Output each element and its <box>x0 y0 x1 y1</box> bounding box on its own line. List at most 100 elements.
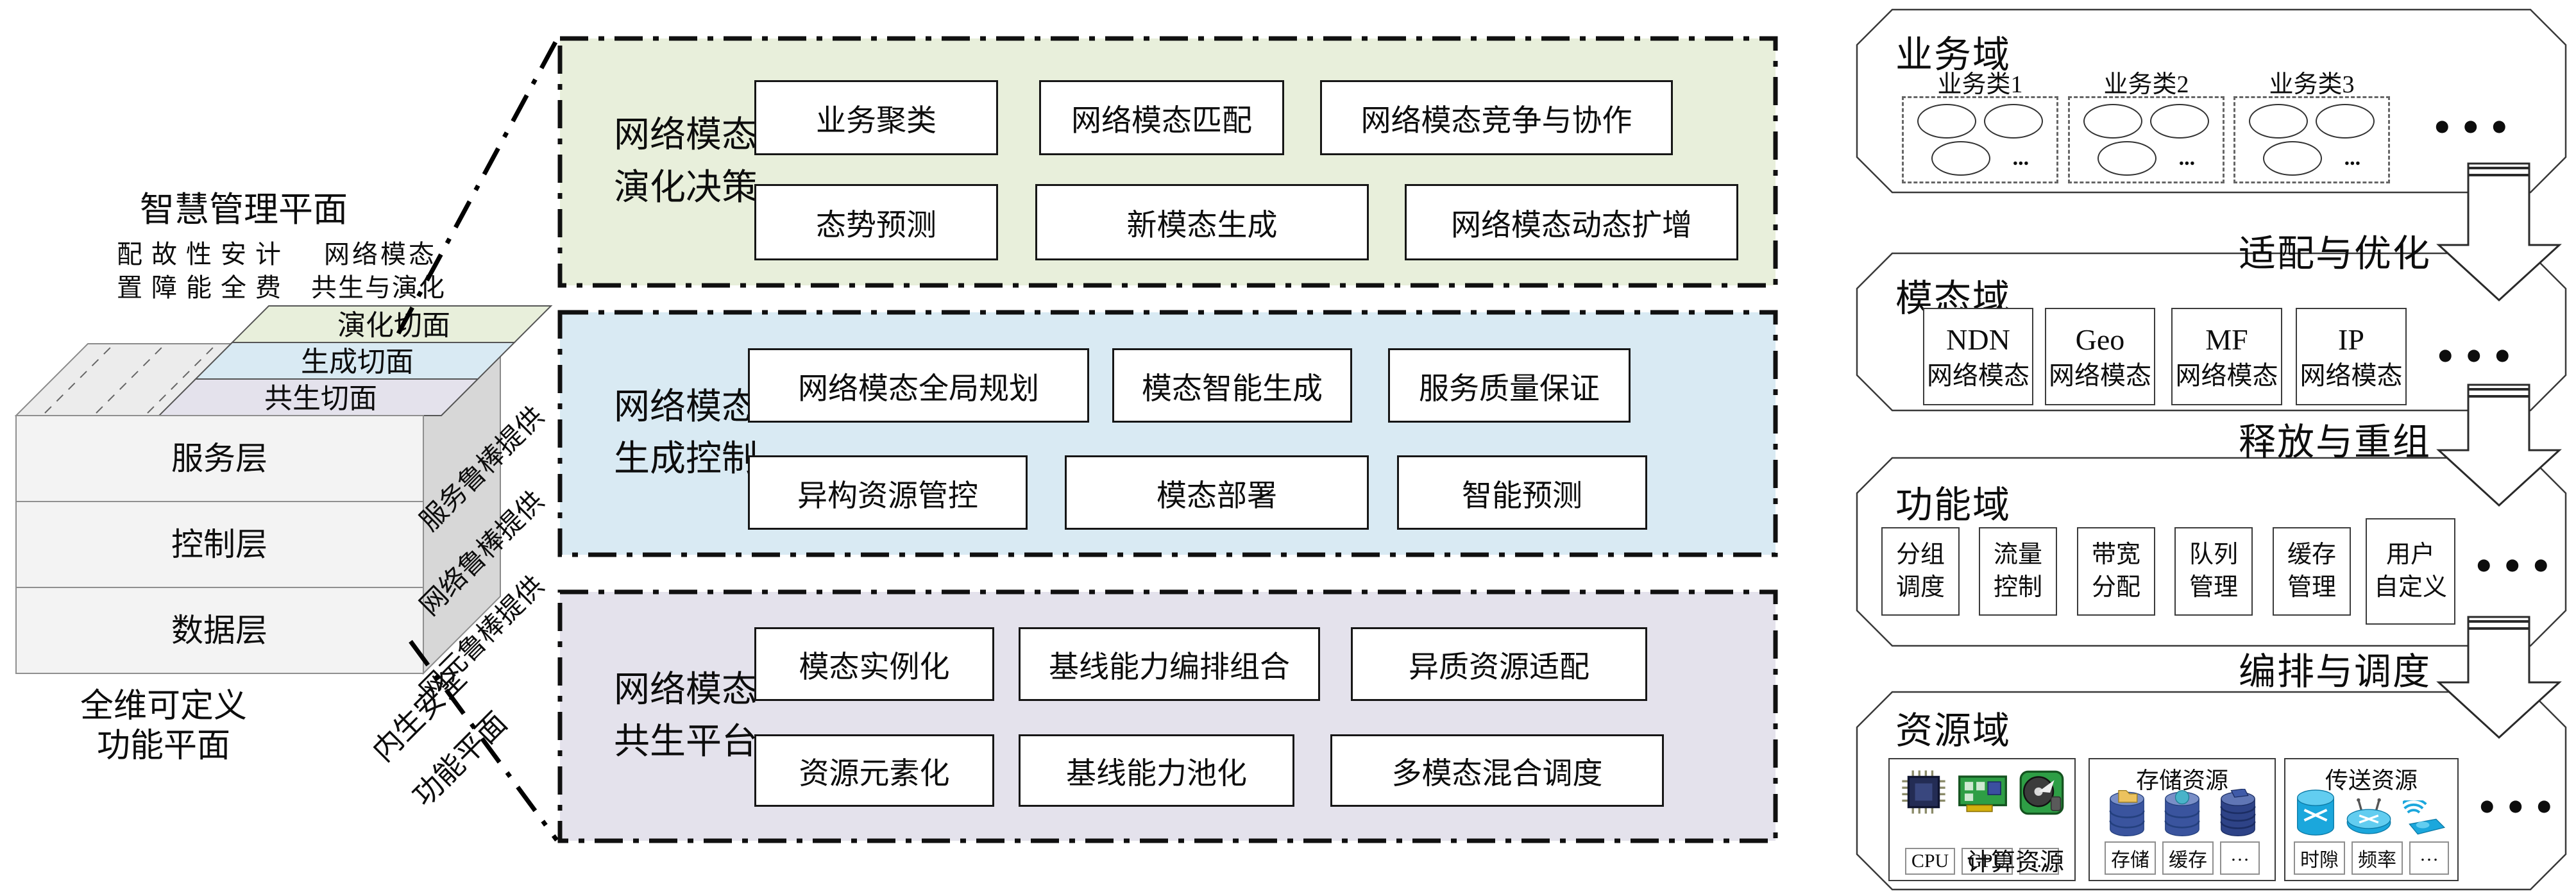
box-heterogeneous-resource-adaptation: 异质资源适配 <box>1351 627 1647 701</box>
function-label: 自定义 <box>2373 574 2447 601</box>
transport-resource-box: 传送资源 <box>2284 758 2459 881</box>
box-situation-prediction: 态势预测 <box>754 184 998 260</box>
modality-mf-line1: MF <box>2205 323 2248 357</box>
function-label: 分组 <box>1895 541 1945 568</box>
box-modality-instantiation: 模态实例化 <box>754 627 994 701</box>
service-ellipse <box>2083 103 2142 139</box>
function-domain-ellipsis: ••• <box>2473 546 2559 587</box>
business-class-1-title: 业务类1 <box>1937 71 2023 98</box>
section-symbiosis-title: 网络模态 共生平台 <box>580 589 792 844</box>
function-label: 分配 <box>2091 574 2140 601</box>
section-evolution-title-line2: 演化决策 <box>614 167 758 208</box>
storage-db-stack-icon <box>2219 789 2256 837</box>
layer-service-label: 服务层 <box>171 441 267 477</box>
box-intelligent-prediction: 智能预测 <box>1397 455 1647 530</box>
modality-box-ndn: NDN 网络模态 <box>1923 308 2033 405</box>
box-modality-deployment: 模态部署 <box>1065 455 1369 530</box>
resource-domain-ellipsis: ••• <box>2476 788 2562 828</box>
section-symbiosis-platform: 网络模态 共生平台 模态实例化 基线能力编排组合 异质资源适配 资源元素化 基线… <box>557 589 1779 844</box>
flow-arrow-1 <box>2436 162 2562 302</box>
service-ellipse <box>1917 103 1976 139</box>
slice-generation-label: 生成切面 <box>301 346 414 378</box>
bottom-plane-label-line2: 功能平面 <box>97 728 230 764</box>
evolution-note-line1: 网络模态 <box>324 240 437 269</box>
ellipsis: ... <box>2178 146 2196 171</box>
function-domain-title: 功能域 <box>1895 484 2012 526</box>
tag-cache: 缓存 <box>2162 841 2214 875</box>
service-ellipse <box>2097 141 2157 176</box>
function-label: 调度 <box>1895 574 1945 601</box>
connector-line-bottom <box>409 639 559 842</box>
layer-control-label: 控制层 <box>171 527 267 562</box>
flow-arrow-2 <box>2436 384 2562 507</box>
business-class-1-box: ... <box>1902 96 2058 183</box>
transport-tag-row: 时隙 频率 … <box>2285 841 2457 875</box>
box-modality-matching: 网络模态匹配 <box>1039 80 1284 155</box>
function-box-user-defined: 用户 自定义 <box>2366 518 2455 625</box>
tag-more: … <box>2220 841 2260 875</box>
fcaps-label-line2: 置障能全费 <box>117 273 290 302</box>
tag-cpu: CPU <box>1904 848 1956 875</box>
function-box-traffic-control: 流量 控制 <box>1979 527 2057 616</box>
modality-geo-line1: Geo <box>2075 323 2125 357</box>
function-box-packet-scheduling: 分组 调度 <box>1881 527 1960 616</box>
box-service-clustering: 业务聚类 <box>754 80 998 155</box>
box-multimodal-hybrid-scheduling: 多模态混合调度 <box>1330 734 1664 807</box>
storage-resource-title: 存储资源 <box>2135 768 2228 793</box>
transport-resource-title: 传送资源 <box>2325 768 2418 793</box>
access-point-icon <box>2402 800 2445 835</box>
business-domain-ellipsis: ••• <box>2431 108 2517 148</box>
cube-figure: 共生切面 生成切面 演化切面 服务层 控制层 数据层 智慧管理平面 配故性安计 … <box>14 190 553 813</box>
evolution-note-line2: 共生与演化 <box>311 273 446 302</box>
section-evolution-title-line1: 网络模态 <box>614 115 758 156</box>
modality-ndn-line2: 网络模态 <box>1927 360 2029 390</box>
storage-tag-row: 存储 缓存 … <box>2090 841 2275 875</box>
modality-box-geo: Geo 网络模态 <box>2045 308 2155 405</box>
modality-ip-line1: IP <box>2338 323 2364 357</box>
function-label: 带宽 <box>2091 541 2140 568</box>
box-intelligent-generation: 模态智能生成 <box>1112 348 1352 423</box>
box-qos-guarantee: 服务质量保证 <box>1388 348 1631 423</box>
service-ellipse <box>2316 103 2375 139</box>
disk-drive-icon <box>2019 770 2063 815</box>
slice-evolution-label: 演化切面 <box>337 310 450 341</box>
tag-more: … <box>2019 848 2060 875</box>
section-evolution-decision: 网络模态 演化决策 业务聚类 网络模态匹配 网络模态竞争与协作 态势预测 新模态… <box>557 35 1779 289</box>
section-generation-title: 网络模态 生成控制 <box>580 309 792 558</box>
function-label: 缓存 <box>2287 541 2336 568</box>
function-box-queue-management: 队列 管理 <box>2174 527 2253 616</box>
section-generation-title-line1: 网络模态 <box>614 387 758 427</box>
business-class-2-title: 业务类2 <box>2103 71 2189 98</box>
function-label: 控制 <box>1993 574 2042 601</box>
box-new-modality-generation: 新模态生成 <box>1035 184 1369 260</box>
compute-resource-title: 计算资源 <box>1967 849 2065 876</box>
compute-resource-box: CPU GPU … 计算资源 <box>1888 758 2076 881</box>
connector-line-top <box>396 38 559 335</box>
tag-storage: 存储 <box>2105 841 2156 875</box>
flow-arrow-3 <box>2436 616 2562 739</box>
slice-evolution <box>230 305 553 343</box>
box-baseline-pooling: 基线能力池化 <box>1019 734 1294 807</box>
function-label: 管理 <box>2287 574 2336 601</box>
box-heterogeneous-resource-control: 异构资源管控 <box>748 455 1028 530</box>
business-class-3-box: ... <box>2233 96 2390 183</box>
section-generation-control: 网络模态 生成控制 网络模态全局规划 模态智能生成 服务质量保证 异构资源管控 … <box>557 309 1779 558</box>
fcaps-label-line1: 配故性安计 <box>117 240 290 269</box>
service-ellipse <box>1984 103 2044 139</box>
service-ellipse <box>2150 103 2210 139</box>
tag-frequency: 频率 <box>2351 841 2403 875</box>
modality-ndn-line1: NDN <box>1946 323 2010 357</box>
tag-timeslot: 时隙 <box>2294 841 2345 875</box>
tag-gpu: GPU <box>1962 848 2013 875</box>
business-class-3-title: 业务类3 <box>2269 71 2355 98</box>
modality-domain-ellipsis: ••• <box>2434 337 2520 377</box>
box-global-planning: 网络模态全局规划 <box>748 348 1089 423</box>
box-modality-competition: 网络模态竞争与协作 <box>1320 80 1673 155</box>
management-plane-label: 智慧管理平面 <box>140 190 348 229</box>
ellipsis: ... <box>2012 146 2029 171</box>
modality-box-mf: MF 网络模态 <box>2171 308 2282 405</box>
function-label: 用户 <box>2385 541 2435 568</box>
compute-icon-row <box>1890 768 2074 816</box>
